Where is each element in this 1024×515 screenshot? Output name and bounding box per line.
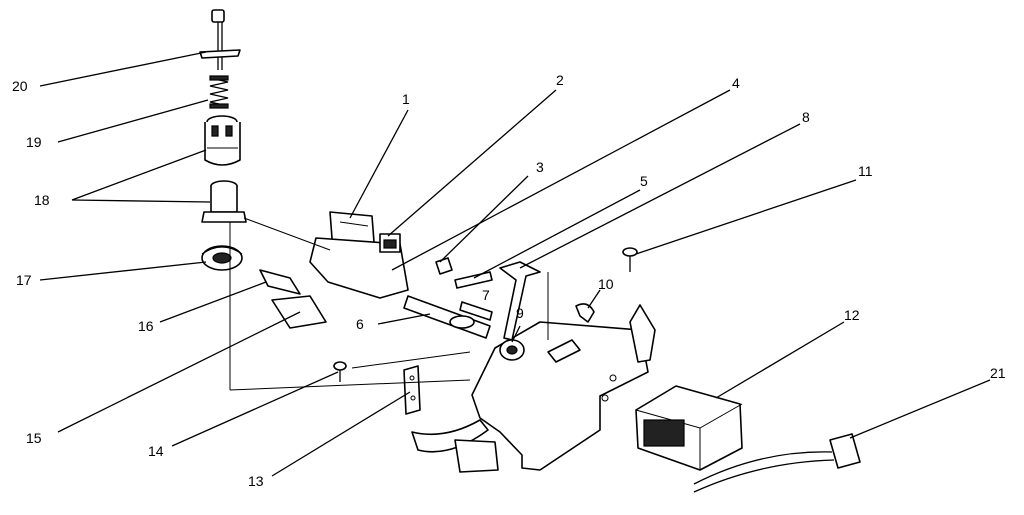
part-20-screw [199,9,241,70]
part-19-spring [209,75,229,109]
part-11-screw [622,247,638,272]
callout-5: 5 [640,173,648,189]
part-9-spring [499,339,525,361]
callout-15: 15 [26,430,42,446]
callout-9: 9 [516,305,524,321]
part-3-clip [435,257,453,275]
part-6-shaft [403,295,491,339]
base-frame [411,304,656,473]
callout-20: 20 [12,78,28,94]
part-16-spring-clip [259,269,301,295]
callout-3: 3 [536,159,544,175]
part-5-pin [454,271,493,289]
callout-13: 13 [248,473,264,489]
callout-11: 11 [858,163,873,179]
part-12-connector-box [635,385,743,471]
callout-7: 7 [482,287,490,303]
part-18-lower-sleeve [201,180,247,223]
part-18-upper-cup [204,115,241,166]
part-14-screw [333,361,347,382]
callout-2: 2 [556,72,564,88]
callout-1: 1 [402,91,410,107]
part-1-lever-plate [309,211,409,299]
part-10-clip [575,303,595,323]
callout-18: 18 [34,192,50,208]
callout-19: 19 [26,134,42,150]
part-2-block [379,233,401,253]
callout-10: 10 [598,276,614,292]
callout-12: 12 [844,307,860,323]
part-17-coil-ring [201,245,243,271]
callout-6: 6 [356,316,364,332]
callout-21: 21 [990,365,1006,381]
assembly-guide-lines [229,217,549,391]
part-13-plate [403,365,421,415]
leader-lines [39,51,991,477]
callout-4: 4 [732,75,740,91]
part-7-small-lever [459,301,493,321]
callout-17: 17 [16,272,32,288]
callout-8: 8 [802,109,810,125]
callout-16: 16 [138,318,154,334]
part-8-long-arm [499,261,541,341]
callout-14: 14 [148,443,164,459]
part-21-plug-wires [693,433,861,493]
